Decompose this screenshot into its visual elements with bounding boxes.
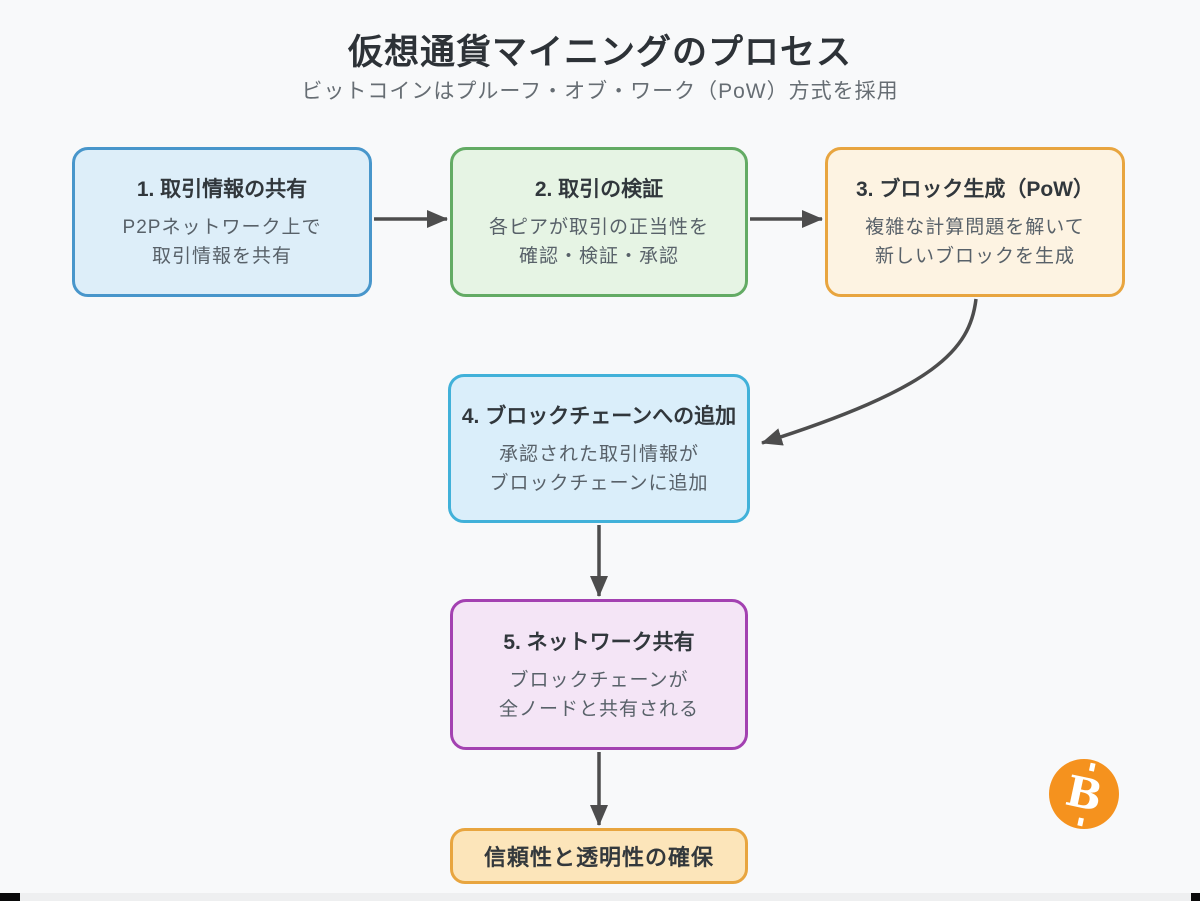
result-label: 信頼性と透明性の確保 [483, 845, 714, 870]
page-title: 仮想通貨マイニングのプロセス [347, 33, 852, 72]
step-title: 4. ブロックチェーンへの追加 [461, 404, 737, 428]
step-box-3-block-generation-pow: 3. ブロック生成（PoW） 複雑な計算問題を解いて 新しいブロックを生成 [825, 147, 1125, 297]
step-body-line: 全ノードと共有される [498, 698, 699, 720]
page-subtitle: ビットコインはプルーフ・オブ・ワーク（PoW）方式を採用 [301, 80, 899, 103]
step-body-line: 承認された取引情報が [498, 443, 699, 465]
step-body-line: ブロックチェーンが [509, 669, 689, 691]
bitcoin-symbol: B [1061, 762, 1107, 827]
step-body-line: 新しいブロックを生成 [874, 246, 1075, 267]
step-title: 1. 取引情報の共有 [136, 178, 308, 201]
step-box-1-transaction-sharing: 1. 取引情報の共有 P2Pネットワーク上で 取引情報を共有 [72, 147, 372, 297]
step-title: 3. ブロック生成（PoW） [855, 178, 1094, 201]
bottom-right-mark [1191, 893, 1200, 901]
bitcoin-symbol-bottom-stroke [1077, 817, 1084, 827]
step-box-4-add-to-blockchain: 4. ブロックチェーンへの追加 承認された取引情報が ブロックチェーンに追加 [448, 374, 750, 523]
step-body-line: 各ピアが取引の正当性を [488, 217, 709, 238]
arrow-step3-to-step4 [761, 298, 978, 446]
bottom-left-mark [0, 893, 20, 901]
step-box-2-transaction-verification: 2. 取引の検証 各ピアが取引の正当性を 確認・検証・承認 [450, 147, 748, 297]
step-title: 5. ネットワーク共有 [503, 630, 695, 654]
bitcoin-symbol-letter: B [1061, 765, 1107, 822]
step-body-line: 複雑な計算問題を解いて [865, 217, 1085, 238]
step-body-line: ブロックチェーンに追加 [489, 472, 709, 494]
step-body-line: 取引情報を共有 [151, 246, 292, 267]
step-body-line: 確認・検証・承認 [518, 246, 679, 267]
bitcoin-icon: B [1049, 759, 1119, 829]
bottom-strip [0, 893, 1200, 901]
step-title: 2. 取引の検証 [534, 178, 664, 201]
step-box-5-network-sharing: 5. ネットワーク共有 ブロックチェーンが 全ノードと共有される [450, 599, 748, 750]
result-box-reliability-transparency: 信頼性と透明性の確保 [450, 828, 748, 884]
step-body-line: P2Pネットワーク上で [122, 217, 322, 238]
